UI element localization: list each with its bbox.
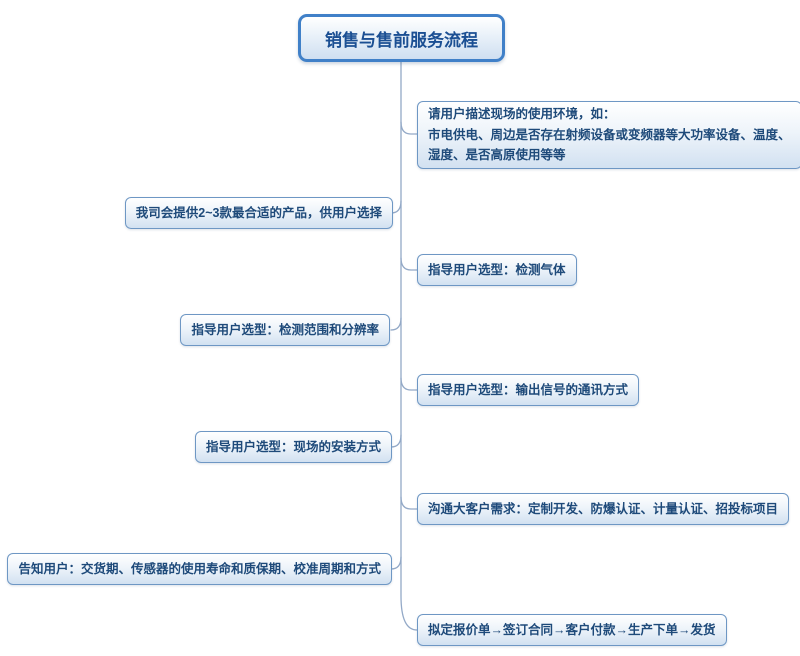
root-node-title: 销售与售前服务流程 [298, 14, 505, 62]
node-selection-range-resolution: 指导用户选型：检测范围和分辨率 [180, 314, 390, 346]
trunk-line [400, 61, 418, 631]
branch-env [400, 121, 418, 135]
node-selection-output-signal-label: 指导用户选型：输出信号的通讯方式 [428, 383, 629, 397]
node-usage-environment-line2: 市电供电、周边是否存在射频设备或变频器等大功率设备、温度、 [428, 127, 791, 142]
branch-install [390, 434, 402, 448]
node-order-process: 拟定报价单→签订合同→客户付款→生产下单→发货 [417, 614, 727, 646]
branch-range [390, 317, 402, 331]
node-product-options-label: 我司会提供2~3款最合适的产品，供用户选择 [135, 206, 382, 220]
node-major-customer-needs: 沟通大客户需求：定制开发、防爆认证、计量认证、招投标项目 [417, 493, 790, 525]
node-usage-environment-line3: 湿度、是否高原使用等等 [428, 148, 566, 162]
node-inform-user: 告知用户：交货期、传感器的使用寿命和质保期、校准周期和方式 [7, 553, 392, 585]
root-node-title-label: 销售与售前服务流程 [325, 30, 478, 50]
branch-gas [400, 257, 418, 271]
node-product-options: 我司会提供2~3款最合适的产品，供用户选择 [124, 197, 393, 229]
node-inform-user-label: 告知用户：交货期、传感器的使用寿命和质保期、校准周期和方式 [18, 562, 381, 576]
node-selection-installation-label: 指导用户选型：现场的安装方式 [205, 440, 381, 454]
node-order-process-label: 拟定报价单→签订合同→客户付款→生产下单→发货 [428, 623, 716, 637]
node-selection-gas: 指导用户选型：检测气体 [417, 254, 577, 286]
branch-signal [400, 377, 418, 391]
branch-inform [390, 556, 402, 570]
node-major-customer-needs-label: 沟通大客户需求：定制开发、防爆认证、计量认证、招投标项目 [428, 502, 779, 516]
node-selection-output-signal: 指导用户选型：输出信号的通讯方式 [417, 374, 640, 406]
node-selection-installation: 指导用户选型：现场的安装方式 [194, 431, 392, 463]
branch-major [400, 496, 418, 510]
node-selection-range-resolution-label: 指导用户选型：检测范围和分辨率 [191, 323, 379, 337]
node-usage-environment-line1: 请用户描述现场的使用环境，如： [428, 107, 616, 121]
node-selection-gas-label: 指导用户选型：检测气体 [428, 263, 566, 277]
node-usage-environment: 请用户描述现场的使用环境，如： 市电供电、周边是否存在射频设备或变频器等大功率设… [417, 101, 800, 169]
